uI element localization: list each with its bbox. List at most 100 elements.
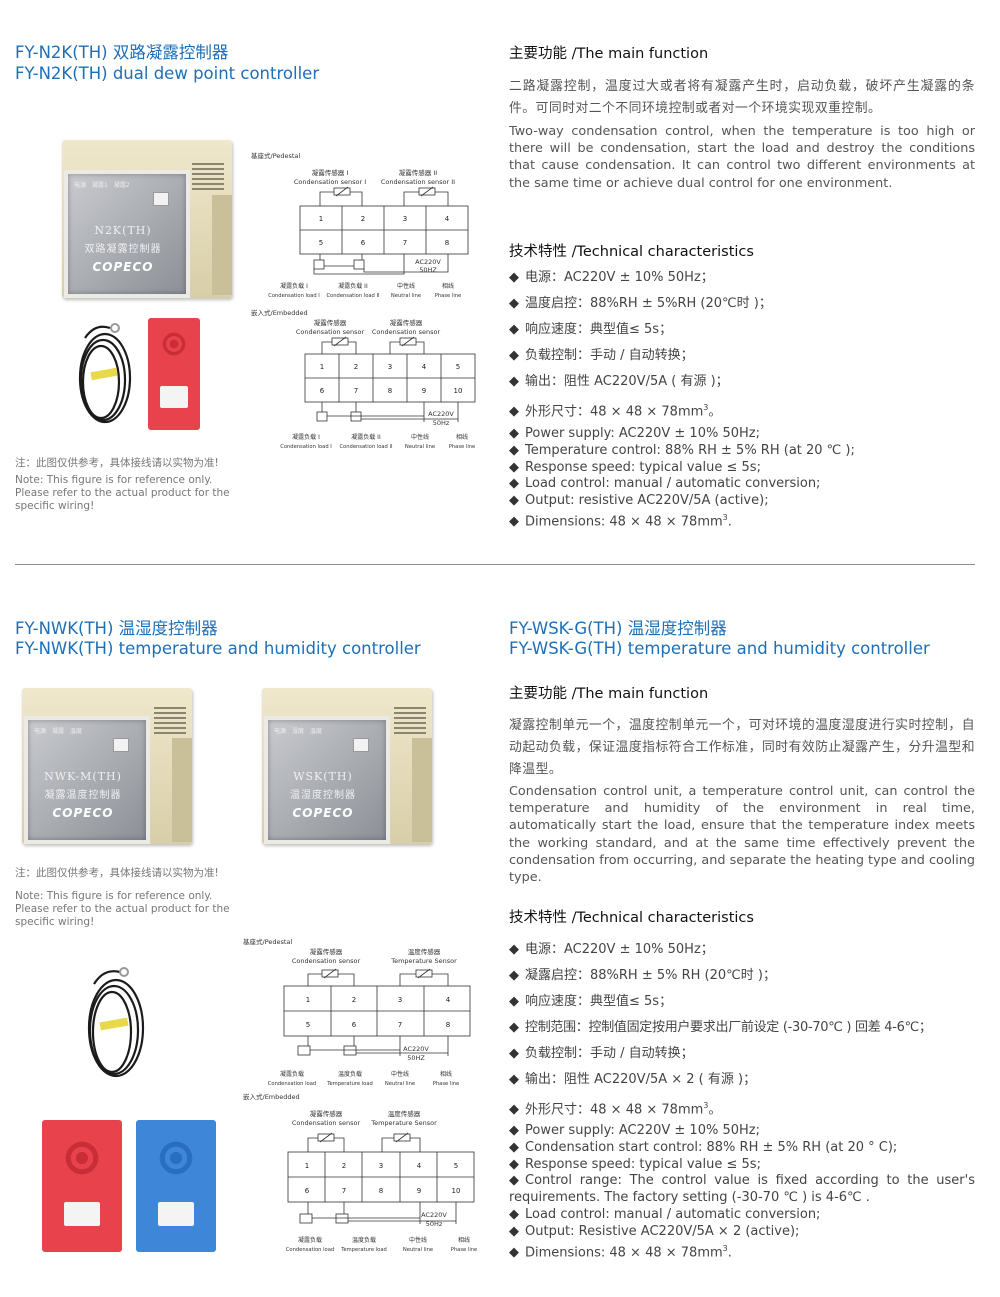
s3-main-function-heading: 主要功能 /The main function (509, 686, 709, 702)
terminal-7: 7 (403, 239, 407, 247)
s2-emb-sensor2-en: Temperature Sensor (370, 1119, 437, 1127)
s1-tech-heading: 技术特性 /Technical characteristics (509, 244, 754, 260)
s1-ped-hz: 50HZ (419, 266, 437, 274)
list-item: ◆外形尺寸：48 × 48 × 78mm3。 (509, 403, 722, 420)
s2-emb-ac: AC220V (421, 1211, 447, 1219)
grille-icon (58, 1134, 106, 1182)
list-item: ◆输出：阻性 AC220V/5A ( 有源 )； (509, 374, 729, 389)
s1-device-name: 双路凝露控制器 (84, 244, 162, 255)
s2-device1-brand: COPECO (52, 806, 114, 820)
terminal-1: 1 (305, 1162, 309, 1170)
s1-sensor-cable (78, 323, 132, 424)
s2-embedded-wiring-diagram: 嵌入式/Embedded 凝露传感器 Condensation sensor 温… (243, 1092, 477, 1253)
s1-embedded-wiring-diagram: 嵌入式/Embedded 凝露传感器 Condensation sensor 凝… (251, 308, 476, 450)
s3-main-function-en: Condensation control unit, a temperature… (509, 784, 975, 886)
s2-ped-phase-en: Phase line (433, 1081, 460, 1087)
s2-device1-button (113, 738, 129, 752)
s2-sensor-cable (87, 967, 145, 1078)
terminal-4: 4 (445, 215, 450, 223)
terminal-7: 7 (398, 1021, 402, 1029)
terminal-2: 2 (361, 215, 365, 223)
s1-emb-sensor1-cn: 凝露传感器 (314, 318, 347, 327)
s1-ped-load2-cn: 凝露负载 II (338, 282, 368, 290)
terminal-block (160, 386, 188, 408)
terminal-7: 7 (342, 1187, 346, 1195)
s1-ped-sensor1-en: Condensation sensor I (294, 178, 366, 186)
s2-red-sensor (42, 1120, 122, 1252)
s2-title-cn: FY-NWK(TH) 温湿度控制器 (15, 619, 218, 638)
terminal-2: 2 (352, 996, 356, 1004)
s3-tech-cn-list: ◆电源：AC220V ± 10% 50Hz； ◆凝露启控：88%RH ± 5% … (509, 937, 932, 1123)
s1-emb-load2-cn: 凝露负载 II (351, 433, 381, 441)
terminal-8: 8 (379, 1187, 383, 1195)
s1-device-leds: 电源 凝露1 凝露2 (74, 182, 130, 189)
list-item: ◆负载控制：手动 / 自动转换； (509, 1046, 694, 1061)
terminal-4: 4 (446, 996, 451, 1004)
grille-icon (158, 328, 190, 360)
s1-title-cn: FY-N2K(TH) 双路凝露控制器 (15, 43, 229, 62)
s1-device-brand: COPECO (92, 260, 154, 274)
vent-icon (154, 706, 186, 734)
s1-device-model: N2K(TH) (94, 224, 152, 237)
s2-emb-sensor1-cn: 凝露传感器 (310, 1109, 343, 1118)
list-item: ◆Condensation start control: 88% RH ± 5%… (509, 1139, 898, 1155)
s2-title-en: FY-NWK(TH) temperature and humidity cont… (15, 639, 421, 658)
s1-emb-phase-cn: 相线 (456, 433, 468, 441)
list-item: ◆控制范围：控制值固定按用户要求出厂前设定 (-30-70℃ ) 回差 4-6℃… (509, 1020, 932, 1035)
s1-ped-sensor2-cn: 凝露传感器 II (399, 168, 437, 177)
s2-ped-phase-cn: 相线 (440, 1070, 452, 1078)
s2-emb-neutral-cn: 中性线 (409, 1236, 427, 1244)
s1-emb-sensor2-en: Condensation sensor (372, 328, 441, 336)
s1-emb-hz: 50Hz (433, 419, 450, 427)
grille-icon (152, 1134, 200, 1182)
s1-emb-ac: AC220V (428, 410, 454, 418)
s2-ped-sensor1-en: Condensation sensor (292, 957, 361, 965)
s1-emb-load1-cn: 凝露负载 I (292, 433, 320, 441)
s2-device1-name: 凝露温度控制器 (44, 790, 122, 801)
list-item: ◆Dimensions: 48 × 48 × 78mm3. (509, 1243, 732, 1260)
terminal-1: 1 (320, 363, 324, 371)
terminal-6: 6 (361, 239, 366, 247)
s2-device2-face: 电源 湿度 温度 WSK(TH) 温湿度控制器 COPECO (264, 716, 390, 844)
s1-main-function-heading: 主要功能 /The main function (509, 46, 709, 62)
terminal-4: 4 (422, 363, 427, 371)
s2-emb-sensor2-cn: 温度传感器 (388, 1109, 421, 1118)
s1-emb-phase-en: Phase line (449, 444, 476, 450)
s2-ped-sensor2-cn: 温度传感器 (408, 947, 441, 956)
list-item: ◆电源：AC220V ± 10% 50Hz； (509, 942, 714, 957)
terminal-8: 8 (388, 387, 392, 395)
terminal-8: 8 (446, 1021, 450, 1029)
terminal-6: 6 (305, 1187, 310, 1195)
s2-blue-sensor (136, 1120, 216, 1252)
s1-ped-sensor2-en: Condensation sensor II (381, 178, 455, 186)
device-side (172, 738, 192, 842)
s2-emb-label: 嵌入式/Embedded (243, 1092, 300, 1101)
list-item: ◆Power supply: AC220V ± 10% 50Hz; (509, 426, 760, 441)
list-item: ◆Output: Resistive AC220V/5A × 2 (active… (509, 1223, 800, 1239)
s1-pedestal-wiring-diagram: 基座式/Pedestal 凝露传感器 I Condensation sensor… (251, 151, 469, 299)
terminal-3: 3 (379, 1162, 383, 1170)
list-item: ◆Load control: manual / automatic conver… (509, 1206, 821, 1222)
terminal-5: 5 (306, 1021, 310, 1029)
vent-icon (192, 160, 224, 190)
terminal-1: 1 (306, 996, 310, 1004)
terminal-1: 1 (319, 215, 323, 223)
s1-device-button (153, 192, 169, 206)
list-item: ◆Output: resistive AC220V/5A (active); (509, 493, 769, 509)
s1-title-en: FY-N2K(TH) dual dew point controller (15, 64, 320, 83)
terminal-2: 2 (354, 363, 358, 371)
s1-note-cn: 注：此图仅供参考，具体接线请以实物为准! (15, 457, 219, 469)
s2-note-cn: 注：此图仅供参考，具体接线请以实物为准! (15, 867, 219, 879)
s2-device2-brand: COPECO (292, 806, 354, 820)
s2-pedestal-wiring-diagram: 基座式/Pedestal 凝露传感器 Condensation sensor 温… (243, 937, 471, 1087)
list-item: ◆Power supply: AC220V ± 10% 50Hz; (509, 1123, 760, 1138)
s1-ped-phase-en: Phase line (435, 293, 462, 299)
s2-ped-load2-en: Temperature load (326, 1081, 373, 1087)
s2-emb-load1-en: Condensation load (286, 1247, 334, 1253)
s1-main-function-en: Two-way condensation control, when the t… (509, 124, 975, 191)
terminal-block (64, 1202, 100, 1226)
s2-ped-label: 基座式/Pedestal (243, 937, 292, 946)
s2-wsk-device: 电源 湿度 温度 WSK(TH) 温湿度控制器 COPECO (262, 688, 432, 844)
list-item: ◆Temperature control: 88% RH ± 5% RH (at… (509, 442, 855, 458)
s3-tech-heading: 技术特性 /Technical characteristics (509, 910, 754, 926)
